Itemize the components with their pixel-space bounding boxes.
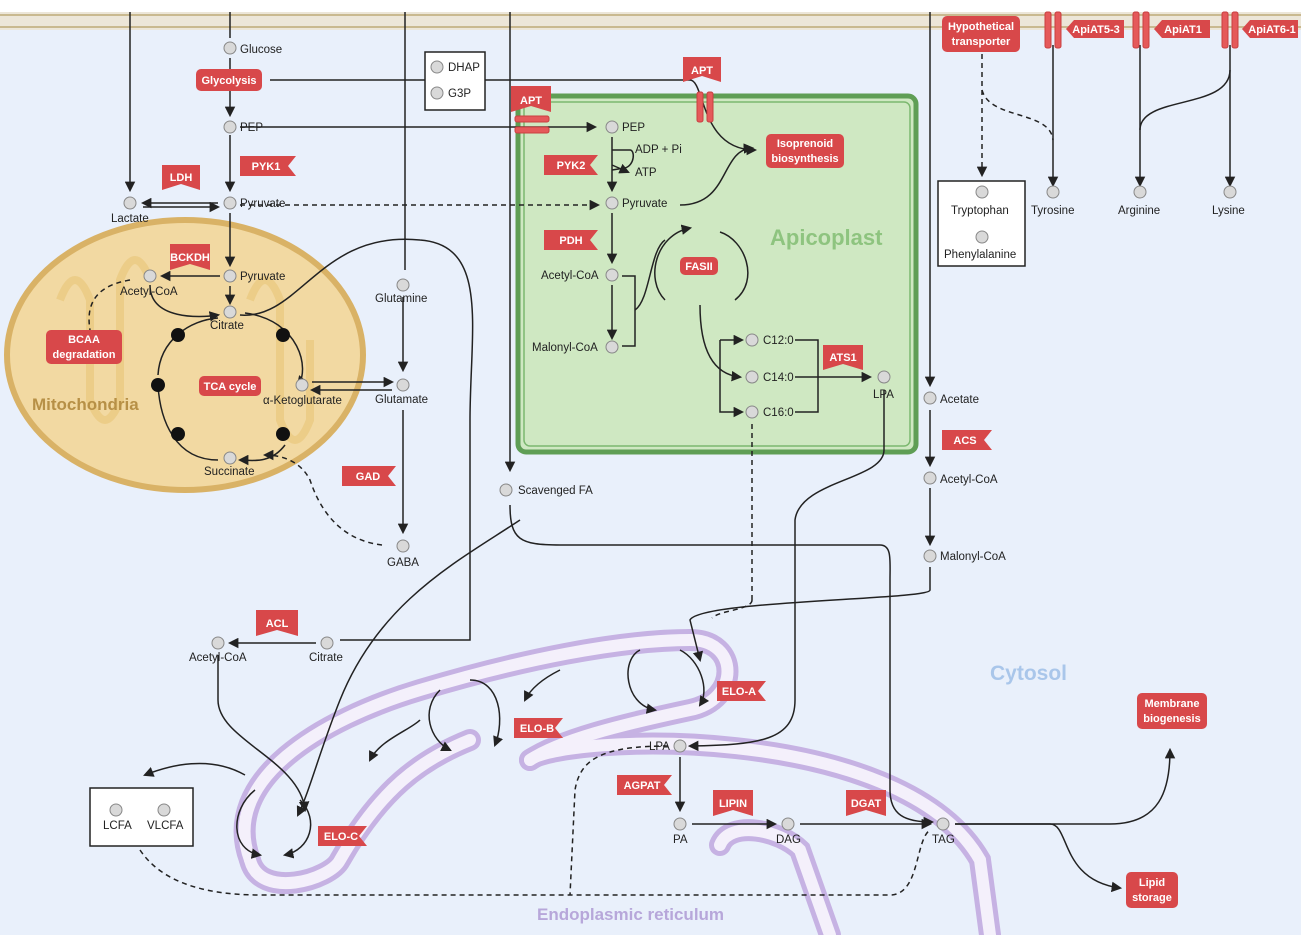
fatty-acid-box <box>90 788 193 846</box>
vlcfa-label: VLCFA <box>147 820 184 832</box>
c16-label: C16:0 <box>763 407 794 419</box>
glutamate-label: Glutamate <box>375 394 428 406</box>
arginine-label: Arginine <box>1118 205 1160 217</box>
acetate-label: Acetate <box>940 394 979 406</box>
agpat-label: AGPAT <box>624 780 661 792</box>
apt-membrane-channel <box>515 116 549 122</box>
lipid-storage-line2: storage <box>1132 892 1172 904</box>
pep-api-label: PEP <box>622 122 645 134</box>
lipid-storage-line1: Lipid <box>1139 877 1165 889</box>
phenylalanine-label: Phenylalanine <box>944 249 1016 261</box>
pyk2-label: PYK2 <box>557 160 586 172</box>
lcfa-label: LCFA <box>103 820 132 832</box>
dag-label: DAG <box>776 834 801 846</box>
membrane-biogenesis-line1: Membrane <box>1144 698 1199 710</box>
cytosol-label: Cytosol <box>990 662 1067 685</box>
tyrosine-label: Tyrosine <box>1031 205 1074 217</box>
acs-label: ACS <box>953 435 976 447</box>
dhap-label: DHAP <box>448 62 480 74</box>
apiat6-1-label: ApiAT6-1 <box>1248 24 1295 36</box>
pyruvate-mito-label: Pyruvate <box>240 271 285 283</box>
bcaa-label-line1: BCAA <box>68 334 100 346</box>
bckdh-label: BCKDH <box>170 252 210 264</box>
glutamine-label: Glutamine <box>375 293 427 305</box>
ats1-label: ATS1 <box>829 352 856 364</box>
apiat1-label: ApiAT1 <box>1164 24 1202 36</box>
elo-b-label: ELO-B <box>520 723 554 735</box>
glycolysis-label: Glycolysis <box>201 75 256 87</box>
membrane-biogenesis-line2: biogenesis <box>1143 713 1200 725</box>
hypothetical-transporter-line1: Hypothetical <box>948 21 1014 33</box>
pep-cyto-label: PEP <box>240 122 263 134</box>
apiat5-3-label: ApiAT5-3 <box>1072 24 1119 36</box>
citrate-cyto-label: Citrate <box>309 652 343 664</box>
ldh-label: LDH <box>170 172 193 184</box>
tryptophan-label: Tryptophan <box>951 205 1009 217</box>
g3p-label: G3P <box>448 88 471 100</box>
isoprenoid-label-line1: Isoprenoid <box>777 138 833 150</box>
malonylcoa-right-label: Malonyl-CoA <box>940 551 1006 563</box>
malonylcoa-api-label: Malonyl-CoA <box>532 342 598 354</box>
acl-label: ACL <box>266 618 289 630</box>
dgat-label: DGAT <box>851 798 882 810</box>
citrate-mito-label: Citrate <box>210 320 244 332</box>
apt-membrane-label: APT <box>520 95 542 107</box>
pyk1-label: PYK1 <box>252 161 281 173</box>
acetylcoa-api-label: Acetyl-CoA <box>541 270 599 282</box>
mitochondria-label: Mitochondria <box>32 395 139 414</box>
elo-c-label: ELO-C <box>324 831 358 843</box>
pyruvate-api-label: Pyruvate <box>622 198 667 210</box>
lysine-label: Lysine <box>1212 205 1245 217</box>
fasii-label: FASII <box>685 261 713 273</box>
hypothetical-transporter-line2: transporter <box>952 36 1011 48</box>
isoprenoid-label-line2: biosynthesis <box>771 153 838 165</box>
atp-label: ATP <box>635 167 657 179</box>
c14-label: C14:0 <box>763 372 794 384</box>
triose-box <box>425 52 485 110</box>
acetylcoa-mito-label: Acetyl-CoA <box>120 286 178 298</box>
pyruvate-cyto-label: Pyruvate <box>240 198 285 210</box>
lactate-label: Lactate <box>111 213 149 225</box>
akg-label: α-Ketoglutarate <box>263 395 342 407</box>
acetylcoa-cyto-label: Acetyl-CoA <box>189 652 247 664</box>
succinate-label: Succinate <box>204 466 255 478</box>
bcaa-label-line2: degradation <box>53 349 116 361</box>
apicoplast-label: Apicoplast <box>770 225 883 250</box>
c12-label: C12:0 <box>763 335 794 347</box>
scavenged-fa-label: Scavenged FA <box>518 485 593 497</box>
adp-pi-label: ADP + Pi <box>635 144 682 156</box>
apt-top-label: APT <box>691 65 713 77</box>
lpa-er-label: LPA <box>649 741 670 753</box>
gaba-label: GABA <box>387 557 419 569</box>
glucose-label: Glucose <box>240 44 282 56</box>
pa-label: PA <box>673 834 688 846</box>
lipin-label: LIPIN <box>719 798 747 810</box>
tag-label: TAG <box>932 834 955 846</box>
lpa-api-label: LPA <box>873 389 894 401</box>
elo-a-label: ELO-A <box>722 686 756 698</box>
tca-cycle-label: TCA cycle <box>204 381 257 393</box>
pdh-label: PDH <box>559 235 582 247</box>
gad-label: GAD <box>356 471 381 483</box>
acetylcoa-right-label: Acetyl-CoA <box>940 474 998 486</box>
er-label: Endoplasmic reticulum <box>537 905 724 924</box>
